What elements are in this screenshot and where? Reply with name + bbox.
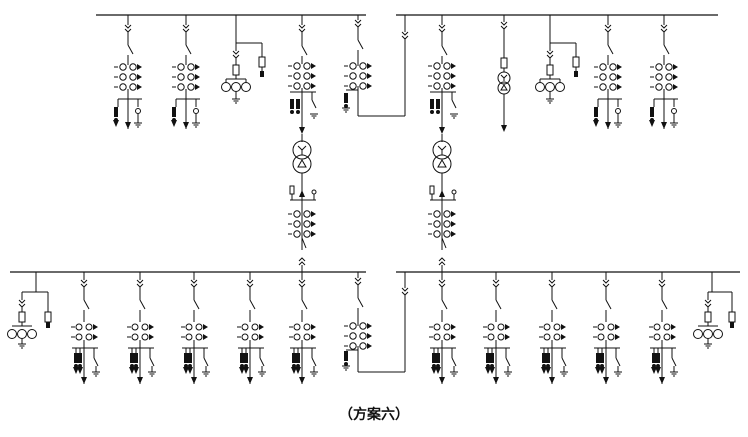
lower-feeder-bay (237, 272, 266, 384)
lower-feeder-bay (289, 272, 318, 384)
upper-bus-coupler (341, 15, 409, 117)
upper-pt-bay (222, 15, 266, 103)
lower-bus-coupler (341, 272, 409, 373)
single-line-diagram (7, 14, 740, 400)
lower-pt-bay (7, 272, 52, 349)
lower-feeder-bay (429, 272, 458, 384)
upper-right-transformer-bay (427, 15, 459, 272)
upper-feeder-bay (113, 15, 142, 129)
lower-feeder-bay (593, 272, 622, 384)
diagram-caption: （方案六） (339, 407, 409, 423)
lower-feeder-bay (483, 272, 512, 384)
upper-left-transformer-bay (287, 15, 319, 272)
upper-feeder-bay (593, 15, 622, 129)
lower-feeder-bay (127, 272, 156, 384)
lower-feeder-bay (71, 272, 100, 384)
upper-feeder-bay (171, 15, 200, 129)
lower-feeder-bay (539, 272, 568, 384)
lower-pt-bay (693, 272, 736, 349)
lower-feeder-bay (181, 272, 210, 384)
upper-feeder-bay (649, 15, 678, 129)
lower-feeder-bay (649, 272, 678, 384)
upper-pt-bay (536, 15, 580, 103)
upper-transformer-feeder (497, 15, 511, 132)
